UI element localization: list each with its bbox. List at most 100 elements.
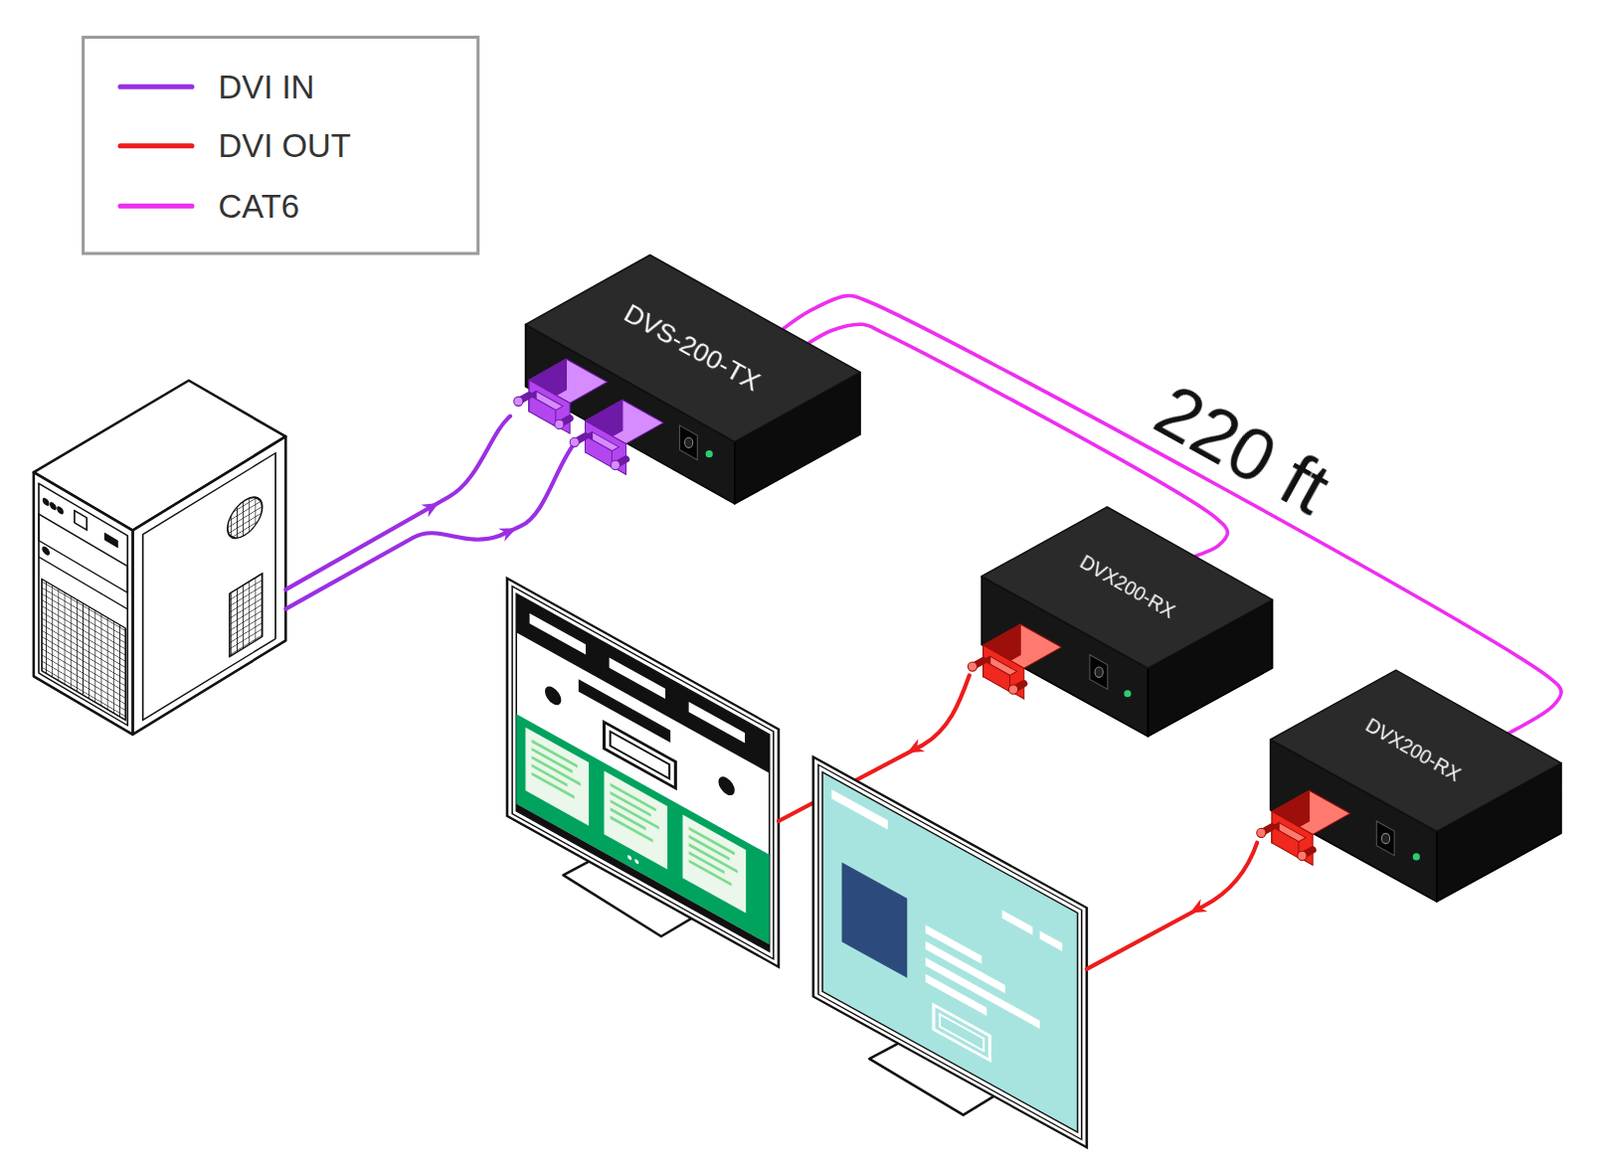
signal-arrow [420,497,442,519]
monitor [544,683,561,710]
legend-line [120,84,192,90]
computer-tower [132,436,286,735]
status-led [706,450,713,458]
plug-face [529,395,556,428]
dvi-out-cable [1086,843,1257,970]
thumbscrew [569,437,579,447]
monitor [933,1005,990,1062]
box-shape [525,255,863,507]
legend-line [120,203,192,209]
legend-text: DVI OUT [218,127,352,166]
plug-face [1271,827,1299,860]
monitor [925,957,1041,1030]
monitor [512,586,774,960]
monitor [813,756,1087,1148]
legend-text: CAT6 [218,186,300,225]
dvi-plug [1256,790,1351,866]
monitor [516,593,769,952]
monitor [627,855,632,862]
plug-face [529,379,570,434]
computer-tower [43,498,49,507]
legend-text: DVI IN [218,67,316,106]
monitor [813,756,1087,1148]
receiver-box: DVX200-RX [1270,670,1565,904]
monitor [822,772,1078,1133]
computer-tower [41,579,126,721]
thumbscrew [967,662,977,672]
dvi-out-cable [1086,843,1257,970]
computer-tower [227,490,263,546]
legend-swatch [117,81,195,92]
signal-arrow [498,522,520,542]
computer-tower [38,514,128,593]
computer-tower [57,506,63,515]
monitor [525,727,589,827]
monitor [516,804,769,953]
monitor [603,771,668,871]
plug-face [983,660,1011,693]
dvi-in-cable [285,416,511,590]
box-top [525,255,861,443]
monitor [507,578,779,968]
monitor [507,578,779,968]
monitor [689,828,738,889]
power-jack [1094,667,1103,678]
computer-tower [38,483,128,725]
power-jack [685,437,694,448]
monitor [818,764,1082,1140]
thumbscrew [514,396,524,406]
legend-swatch [117,141,195,152]
thumbscrew [1297,851,1307,861]
monitor [831,789,888,830]
power-jack [679,425,698,461]
computer-tower [143,453,276,721]
computer-tower [33,472,134,735]
plug-face [584,420,626,475]
legend-line [120,143,192,149]
monitor [842,863,908,979]
status-led [1413,853,1421,861]
monitor [1002,909,1034,935]
dvi-plug [967,624,1062,700]
status-led [1123,690,1131,698]
signal-arrow [1186,898,1208,919]
computer-tower [42,545,49,556]
thumbscrew [1256,828,1266,838]
transmitter-box: DVS-200-TX [525,255,863,507]
box-top [981,507,1272,669]
power-jack [1381,833,1390,844]
box-shape [981,507,1275,739]
monitor [609,657,666,700]
computer-tower [74,511,87,532]
plug-face [584,436,612,469]
legend-box: DVI IN DVI OUT CAT6 [81,35,480,256]
monitor [682,815,746,914]
computer-tower [229,573,263,658]
monitor [603,771,668,871]
monitor [1040,930,1064,952]
monitor [682,815,746,914]
signal-arrow [903,738,925,759]
monitor [939,1014,984,1052]
box-shape [1270,670,1565,904]
plug-face [983,645,1025,700]
dvi-plug [569,399,664,475]
distance-label: 220 ft [1141,369,1346,528]
monitor [530,613,586,656]
legend-entry: CAT6 [117,187,300,225]
signal-arrow [1186,898,1208,919]
thumbscrew [610,460,620,470]
signal-arrow [903,738,925,759]
dvi-in-cable [285,416,576,610]
monitor [532,740,581,801]
monitor [610,784,660,845]
thumbscrew [1008,685,1018,695]
power-jack [1376,821,1395,857]
legend-entry: DVI IN [117,68,315,106]
thumbscrew [554,419,564,429]
power-jack [1089,655,1108,691]
legend-entry: DVI OUT [117,127,352,165]
label-holder: 220 ft [0,0,192,74]
monitor [525,727,589,827]
